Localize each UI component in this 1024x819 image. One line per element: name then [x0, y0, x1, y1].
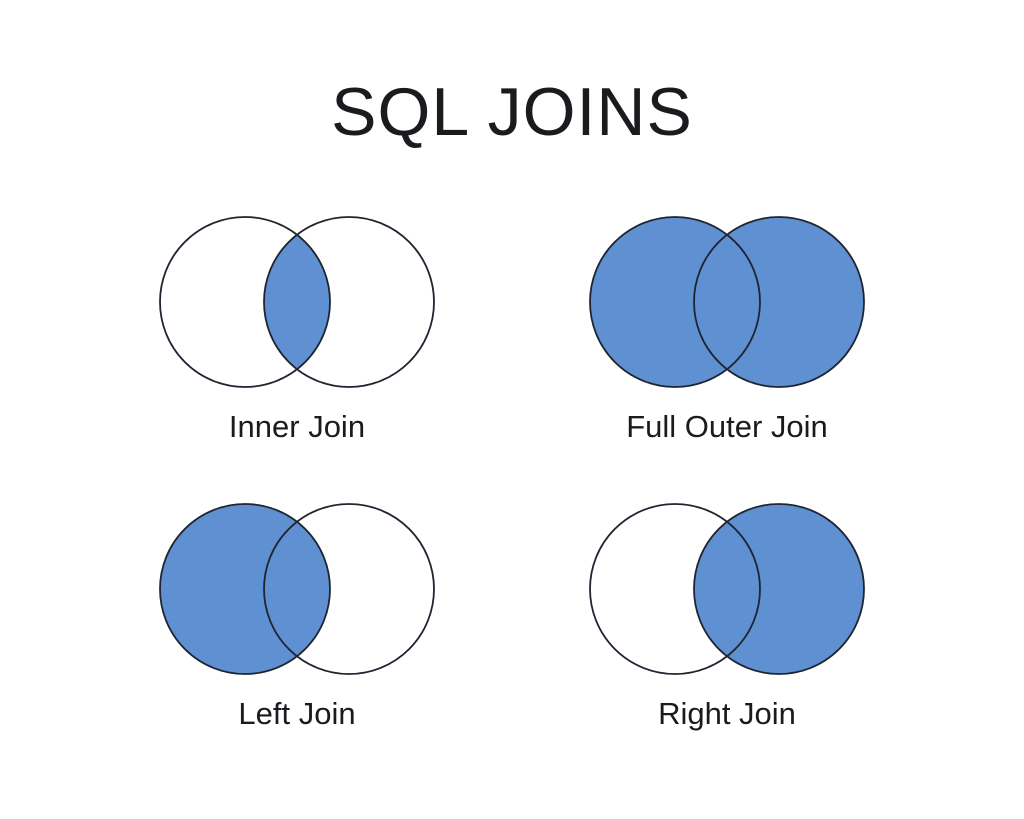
venn-cell-full-outer-join: Full Outer Join [582, 210, 872, 445]
intersection-region [264, 504, 330, 675]
venn-grid: Inner Join Full Outer Join [82, 210, 942, 732]
join-label: Inner Join [228, 409, 366, 444]
right-circle-outline [263, 216, 435, 388]
left-circle-outline [159, 503, 331, 676]
right-circle-outline [693, 216, 865, 388]
venn-cell-left-join: Left Join [152, 497, 442, 732]
right-circle-outline [263, 503, 435, 676]
venn-cell-inner-join: Inner Join [152, 210, 442, 445]
intersection-region [694, 217, 760, 387]
join-label: Right Join [658, 696, 796, 732]
venn-cell-right-join: Right Join [582, 497, 872, 732]
right-circle-outline [693, 503, 865, 676]
join-label: Left Join [238, 696, 356, 732]
page-title: SQL JOINS [331, 74, 693, 150]
intersection-region [264, 217, 330, 387]
inner-join-venn-diagram [159, 216, 435, 388]
left-circle-outline [589, 503, 761, 676]
left-circle-outline [159, 216, 331, 388]
intersection-region [694, 504, 760, 675]
left-join-venn-diagram [159, 503, 435, 676]
right-join-venn-diagram [589, 503, 865, 676]
join-label: Full Outer Join [626, 409, 828, 444]
full-outer-join-venn-diagram [589, 216, 865, 388]
left-circle-outline [589, 216, 761, 388]
